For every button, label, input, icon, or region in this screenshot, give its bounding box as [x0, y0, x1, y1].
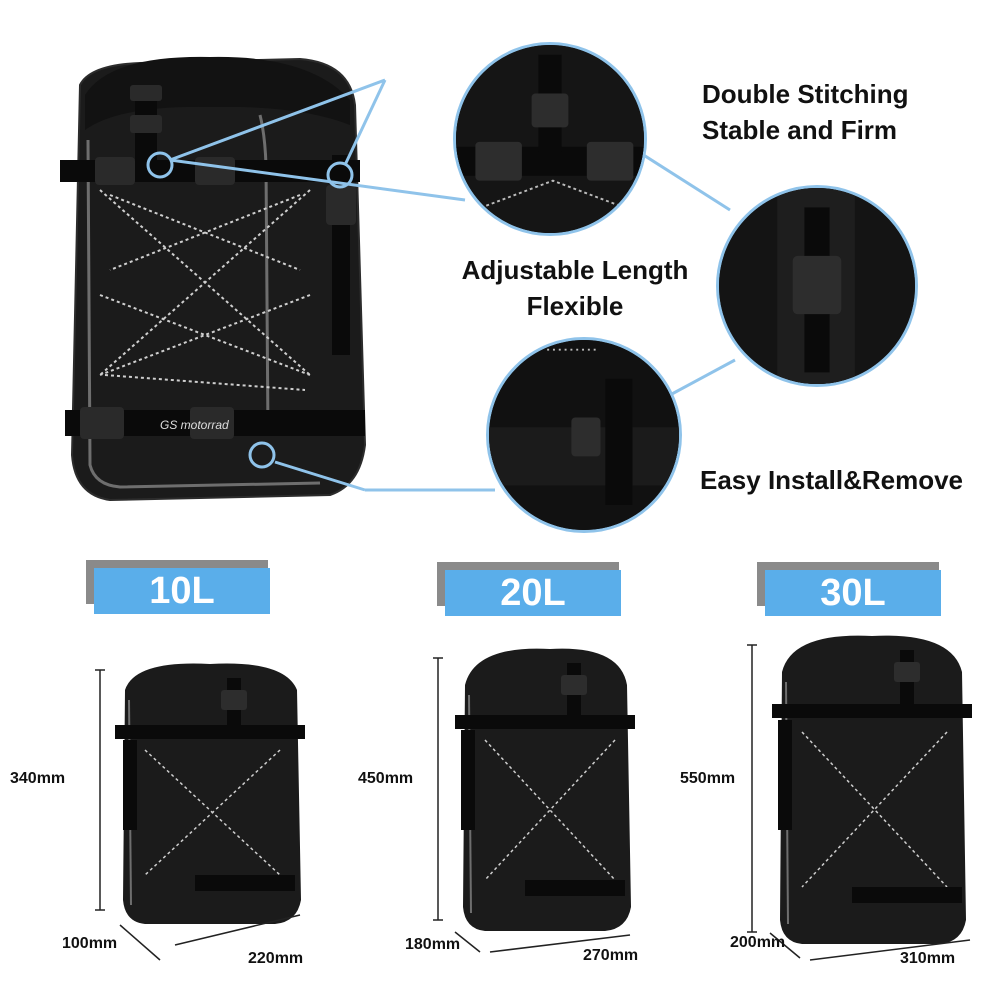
feature-stitching-line2: Stable and Firm	[702, 115, 898, 145]
feature-adjustable-line1: Adjustable Length	[461, 255, 689, 285]
size-tab-10l-label: 10L	[94, 568, 270, 614]
feature-adjustable-line2: Flexible	[526, 291, 624, 321]
size-10l-height: 340mm	[10, 770, 66, 787]
detail-circle-bottom-strap	[486, 337, 682, 533]
feature-stitching-line1: Double Stitching	[702, 79, 909, 109]
size-tab-10l: 10L	[86, 560, 270, 614]
size-tab-30l-label: 30L	[765, 570, 941, 616]
bag-30l-image	[772, 635, 972, 944]
size-20l-width: 270mm	[583, 947, 639, 964]
bag-20l-image	[455, 648, 635, 931]
size-tab-30l: 30L	[757, 562, 941, 616]
dimension-lines	[95, 644, 971, 961]
size-30l-width: 310mm	[900, 950, 956, 967]
size-30l-depth: 200mm	[730, 934, 786, 951]
detail-circle-side-strap	[716, 185, 918, 387]
brand-label: GS motorrad	[160, 418, 229, 432]
size-10l-depth: 100mm	[62, 935, 118, 952]
bag-10l-image	[115, 663, 305, 924]
size-30l-height: 550mm	[680, 770, 736, 787]
main-bag-image: GS motorrad	[60, 56, 367, 502]
detail-circle-buckle	[453, 42, 647, 236]
size-20l-depth: 180mm	[405, 936, 461, 953]
size-10l-width: 220mm	[248, 950, 304, 967]
size-20l-height: 450mm	[358, 770, 414, 787]
feature-stitching: Double Stitching Stable and Firm	[702, 76, 909, 148]
feature-adjustable: Adjustable Length Flexible	[450, 252, 700, 324]
feature-install: Easy Install&Remove	[700, 465, 964, 495]
size-tab-20l: 20L	[437, 562, 621, 616]
size-tab-20l-label: 20L	[445, 570, 621, 616]
